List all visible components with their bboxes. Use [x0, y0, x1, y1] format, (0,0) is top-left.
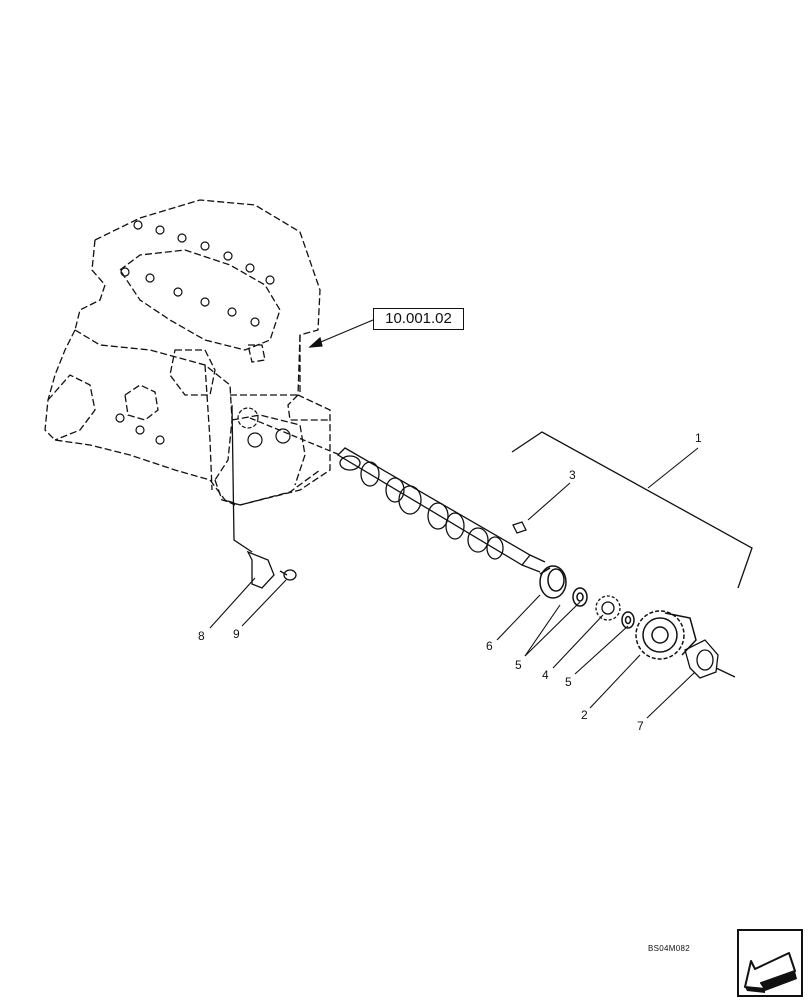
- callout-5-a: 5: [515, 658, 522, 672]
- kit-bracket: [511, 431, 753, 589]
- washer-part-5b: [621, 611, 635, 629]
- bracket-part-8: [231, 404, 275, 589]
- key-part-3: [512, 521, 527, 534]
- callout-6: 6: [486, 639, 493, 653]
- callout-9: 9: [233, 627, 240, 641]
- spacer-part-4: [595, 595, 621, 621]
- reference-label-box[interactable]: 10.001.02: [373, 308, 464, 330]
- callout-8: 8: [198, 629, 205, 643]
- thrust-plate-part-6: [539, 565, 567, 599]
- callout-2: 2: [581, 708, 588, 722]
- drawing-code: BS04M082: [648, 944, 690, 953]
- camshaft: [249, 417, 546, 573]
- callout-1: 1: [695, 431, 702, 445]
- engine-block-phantom: [44, 199, 331, 506]
- previous-page-button[interactable]: [737, 929, 803, 997]
- camshaft-gear-part-2: [635, 610, 697, 660]
- callout-leaders: [209, 447, 699, 719]
- reference-leader: [308, 319, 374, 348]
- washer-part-5a: [572, 587, 588, 607]
- callout-5-b: 5: [565, 675, 572, 689]
- arrow-lower-left-icon: [744, 952, 797, 993]
- callout-3: 3: [569, 468, 576, 482]
- bolt-part-9: [279, 569, 297, 581]
- callout-4: 4: [542, 668, 549, 682]
- cylinder-head-bolt-holes: [115, 220, 291, 448]
- housing-part-7: [684, 639, 736, 679]
- callout-7: 7: [637, 719, 644, 733]
